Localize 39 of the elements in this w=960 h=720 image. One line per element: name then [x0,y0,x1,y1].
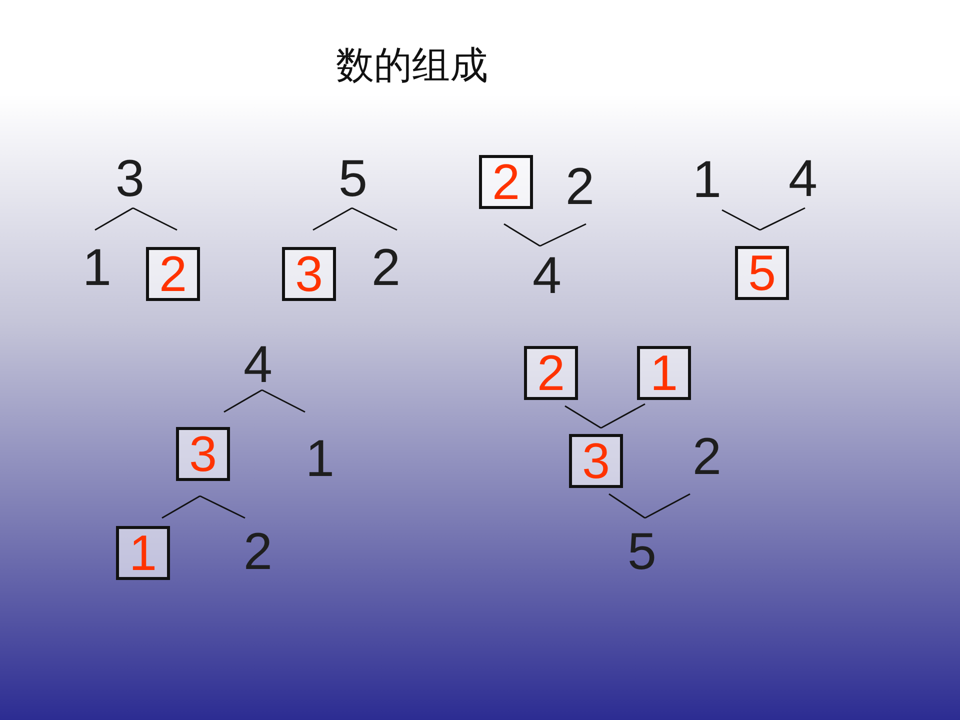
boxed-number: 2 [479,155,533,209]
number: 2 [566,160,594,214]
number: 4 [244,338,272,392]
number: 3 [116,152,144,206]
fork-line [540,223,586,247]
boxed-number: 1 [637,346,691,400]
fork-line [608,493,646,519]
fork-line [312,207,352,231]
number: 2 [372,240,400,294]
fork-line [200,495,246,519]
fork-line [564,405,602,429]
number: 2 [692,430,722,484]
number: 1 [692,153,722,207]
number: 1 [306,432,334,486]
fork-line [262,389,306,413]
fork-line [644,493,690,519]
fork-line [224,389,262,413]
fork-line [760,207,806,231]
fork-line [504,223,540,247]
boxed-number: 2 [524,346,578,400]
fork-line [132,207,178,231]
fork-line [94,207,134,231]
number: 1 [82,240,112,294]
fork-line [352,207,398,231]
boxed-number: 1 [116,526,170,580]
boxed-number: 5 [735,246,789,300]
number: 4 [788,152,818,206]
fork-line [162,495,200,519]
boxed-number: 2 [146,247,200,301]
title: 数的组成 [335,42,489,89]
boxed-number: 3 [569,434,623,488]
boxed-number: 3 [176,427,230,481]
fork-line [722,209,760,231]
number: 2 [244,524,272,578]
fork-line [600,403,646,429]
boxed-number: 3 [282,247,336,301]
number: 4 [532,248,562,302]
number: 5 [628,524,656,578]
number: 5 [338,152,368,206]
